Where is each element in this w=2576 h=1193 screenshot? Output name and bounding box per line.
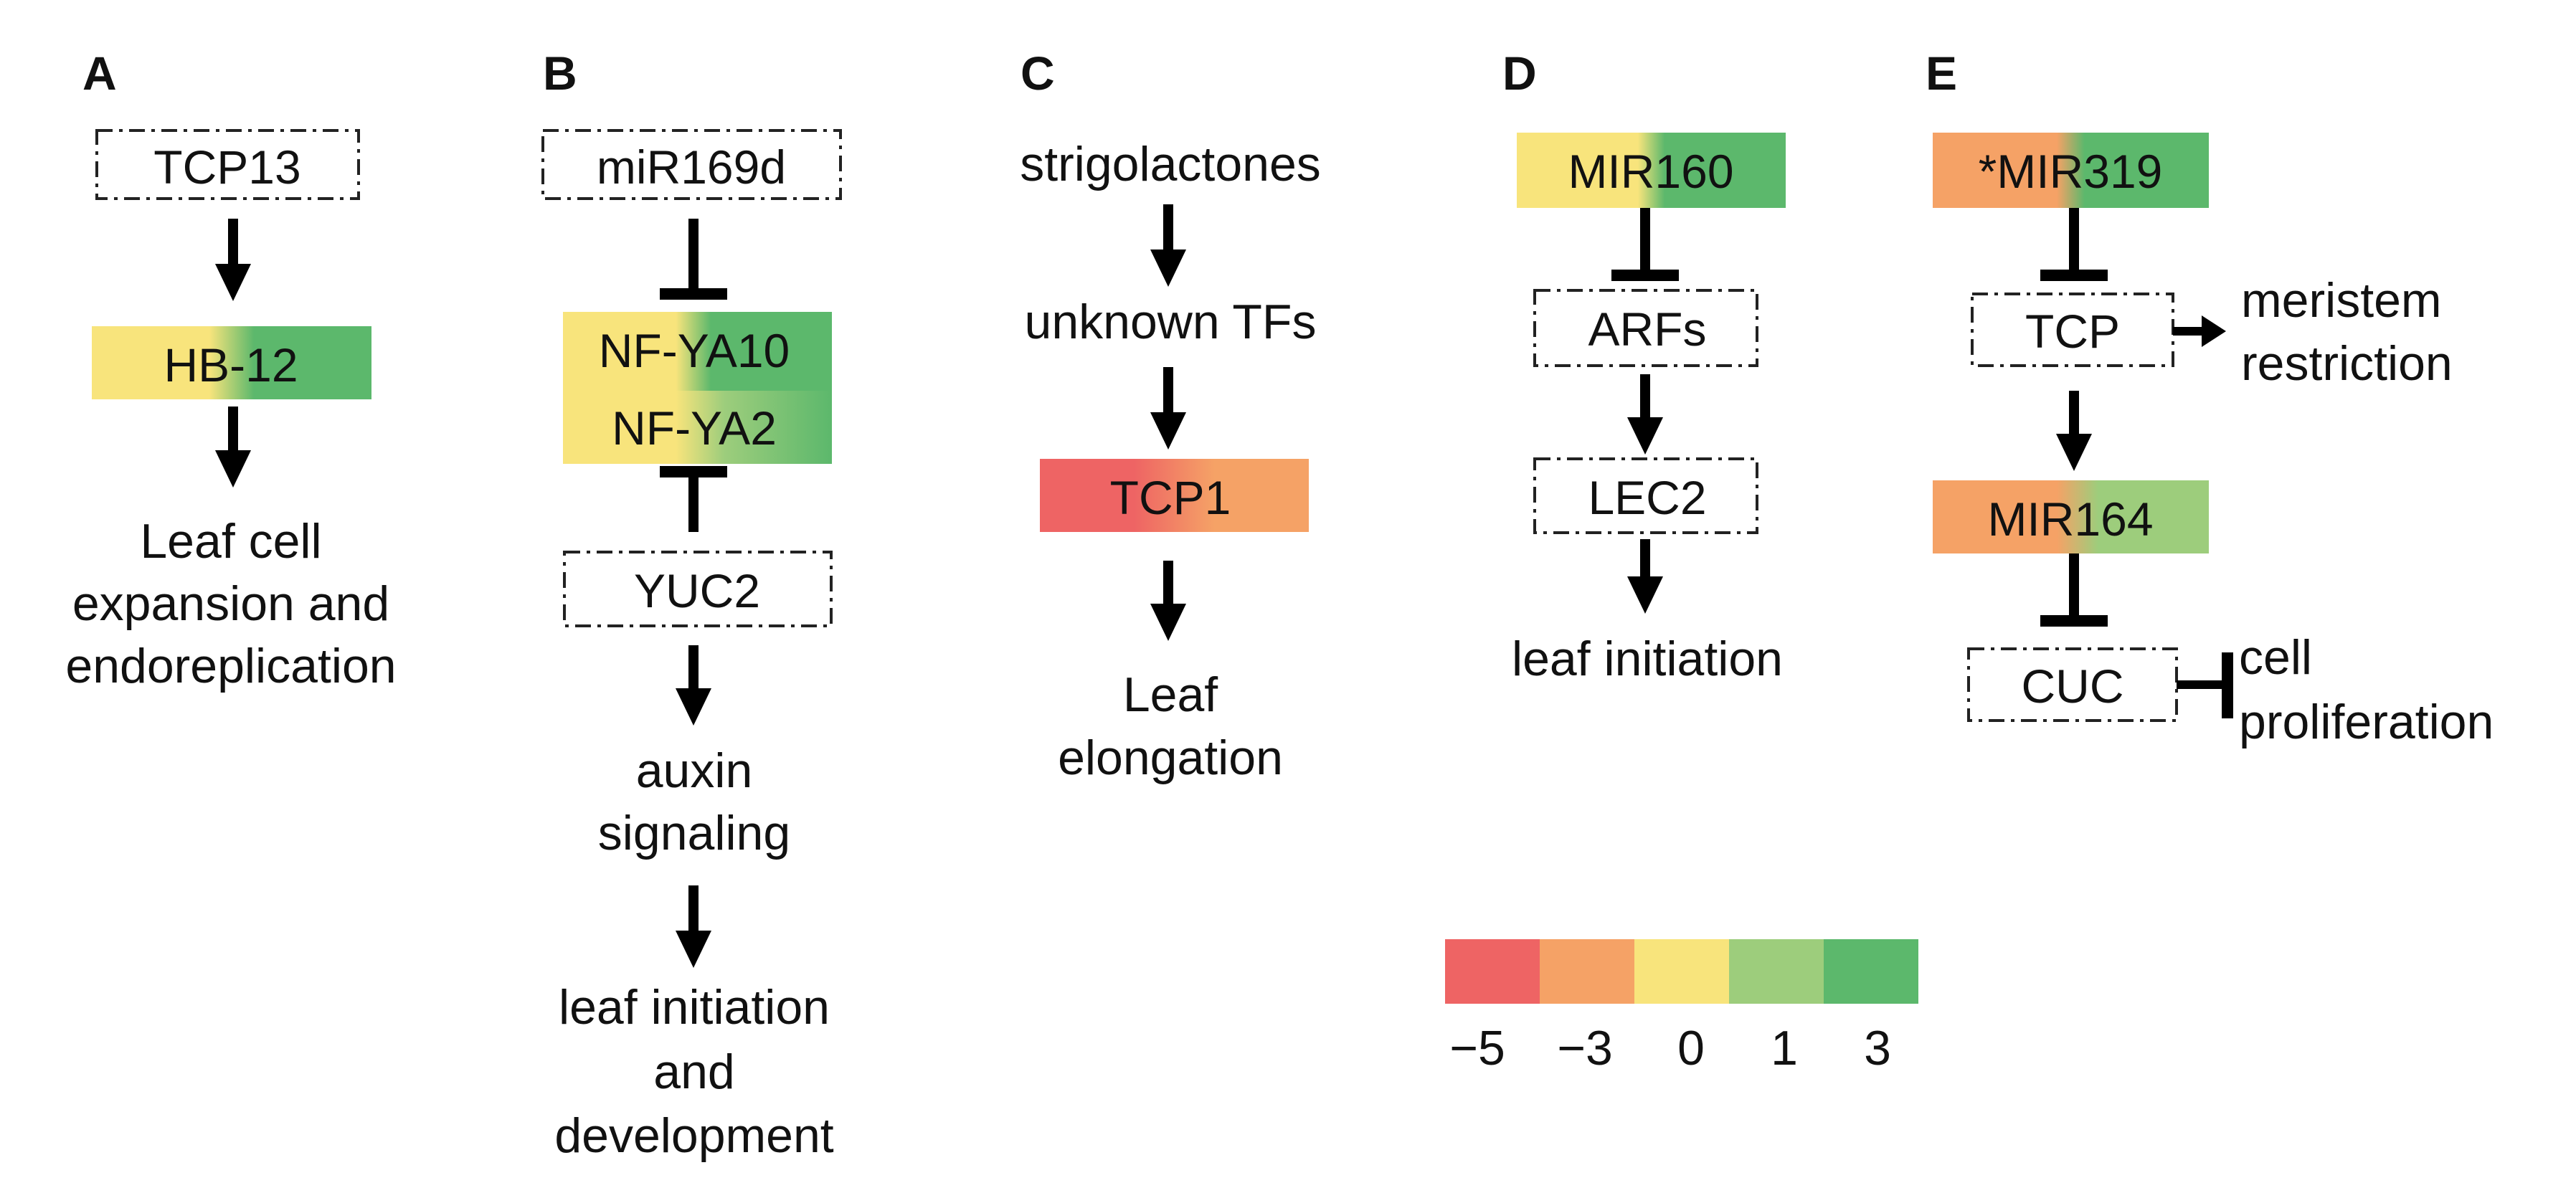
panel-e-letter: E [1926,47,1957,100]
hb12-label: HB-12 [164,338,298,391]
legend-label: −5 [1449,1021,1505,1075]
unknown-tfs-label: unknown TFs [1025,295,1317,349]
inhibition-bar [1611,270,1679,281]
panel-c-outcome-line-1: Leaf [1123,667,1218,722]
panel-a-outcome-line-1: Leaf cell [140,514,321,569]
cuc-label: CUC [2022,660,2124,713]
mir164-heat-box [1933,480,2209,553]
arrow-head [215,264,251,301]
mir319-label: *MIR319 [1979,145,2163,198]
legend-swatch [1824,939,1918,1004]
arrow-shaft [1163,561,1173,611]
cell-proliferation-line-2: proliferation [2239,695,2494,749]
strigolactones-label: strigolactones [1020,137,1321,191]
panel-d-letter: D [1502,47,1537,100]
inhibition-bar [2040,615,2108,627]
inhibition-bar [2040,270,2108,281]
inhibition-shaft [688,476,699,532]
panel-b-outcome-line-3: development [554,1108,833,1163]
panel-a-letter: A [82,47,117,100]
panel-d-outcome: leaf initiation [1512,632,1783,686]
arrow-head [676,931,711,968]
mir319-heat-box [1933,133,2209,208]
arrow-head [1150,249,1186,287]
panel-c-letter: C [1021,47,1055,100]
inhibition-shaft [2177,680,2224,689]
arfs-label: ARFs [1588,303,1707,356]
color-scale-legend: −5 −3 0 1 3 [1445,939,1918,1075]
arrow-head [1150,604,1186,641]
cell-proliferation-line-1: cell [2239,630,2312,685]
inhibition-bar [660,288,727,300]
arrow-head [1627,576,1663,614]
tcp13-label: TCP13 [153,141,300,194]
mir160-label: MIR160 [1568,145,1733,198]
inhibition-shaft [688,219,699,292]
arrow-head [1150,412,1186,450]
cuc-box [1967,647,2178,722]
arrow-shaft [228,219,238,270]
legend-label: 1 [1771,1021,1798,1075]
mir164-label: MIR164 [1987,493,2153,546]
auxin-line-2: signaling [598,806,790,860]
nf-ya2-heat-box [563,391,832,464]
arrow-shaft [688,885,699,937]
legend-label: 0 [1677,1021,1705,1075]
arrow-head [2056,434,2092,471]
mir169d-box [541,129,842,200]
legend-swatch [1729,939,1824,1004]
panel-c-outcome-line-2: elongation [1058,731,1283,785]
meristem-line-1: meristem [2241,273,2442,328]
hb12-heat-box [92,326,371,399]
arrow-shaft [228,407,238,457]
lec2-box [1533,457,1758,534]
inhibition-shaft [1640,208,1650,274]
panel-a-outcome-line-3: endoreplication [65,639,396,693]
arrow-shaft [1163,367,1173,419]
lec2-label: LEC2 [1588,471,1706,524]
mir169d-label: miR169d [597,141,786,194]
nf-ya10-heat-box [563,312,832,391]
arrow-shaft [2173,327,2205,336]
arrow-shaft [688,645,699,695]
inhibition-shaft [2069,208,2079,274]
inhibition-shaft [2069,553,2079,619]
tcp1-heat-box [1040,459,1309,532]
tcp-label: TCP [2025,305,2120,358]
arrow-head [676,688,711,726]
arrow-head [215,450,251,488]
auxin-line-1: auxin [636,743,753,798]
legend-swatch [1540,939,1634,1004]
legend-swatch [1634,939,1729,1004]
inhibition-bar [2222,652,2233,718]
legend-swatch [1445,939,1540,1004]
yuc2-box [563,551,833,627]
mir160-heat-box [1517,133,1786,208]
panel-b-outcome-line-2: and [653,1045,734,1099]
arrow-shaft [1640,374,1650,424]
nf-ya10-label: NF-YA10 [599,324,790,377]
panel-b-letter: B [543,47,577,100]
inhibition-bar [660,466,727,477]
arrow-shaft [1640,539,1650,584]
tcp13-box [95,129,360,200]
nf-ya2-label: NF-YA2 [612,401,777,455]
tcp1-label: TCP1 [1110,471,1231,524]
arrow-head [2202,315,2226,347]
legend-label: −3 [1557,1021,1613,1075]
legend-label: 3 [1864,1021,1891,1075]
arrow-shaft [2069,391,2079,439]
arrow-head [1627,417,1663,455]
panel-a-outcome-line-2: expansion and [72,576,389,631]
yuc2-label: YUC2 [634,564,760,617]
meristem-line-2: restriction [2241,336,2453,391]
arfs-box [1533,289,1758,367]
panel-b-outcome-line-1: leaf initiation [559,980,830,1035]
arrow-shaft [1163,204,1173,256]
